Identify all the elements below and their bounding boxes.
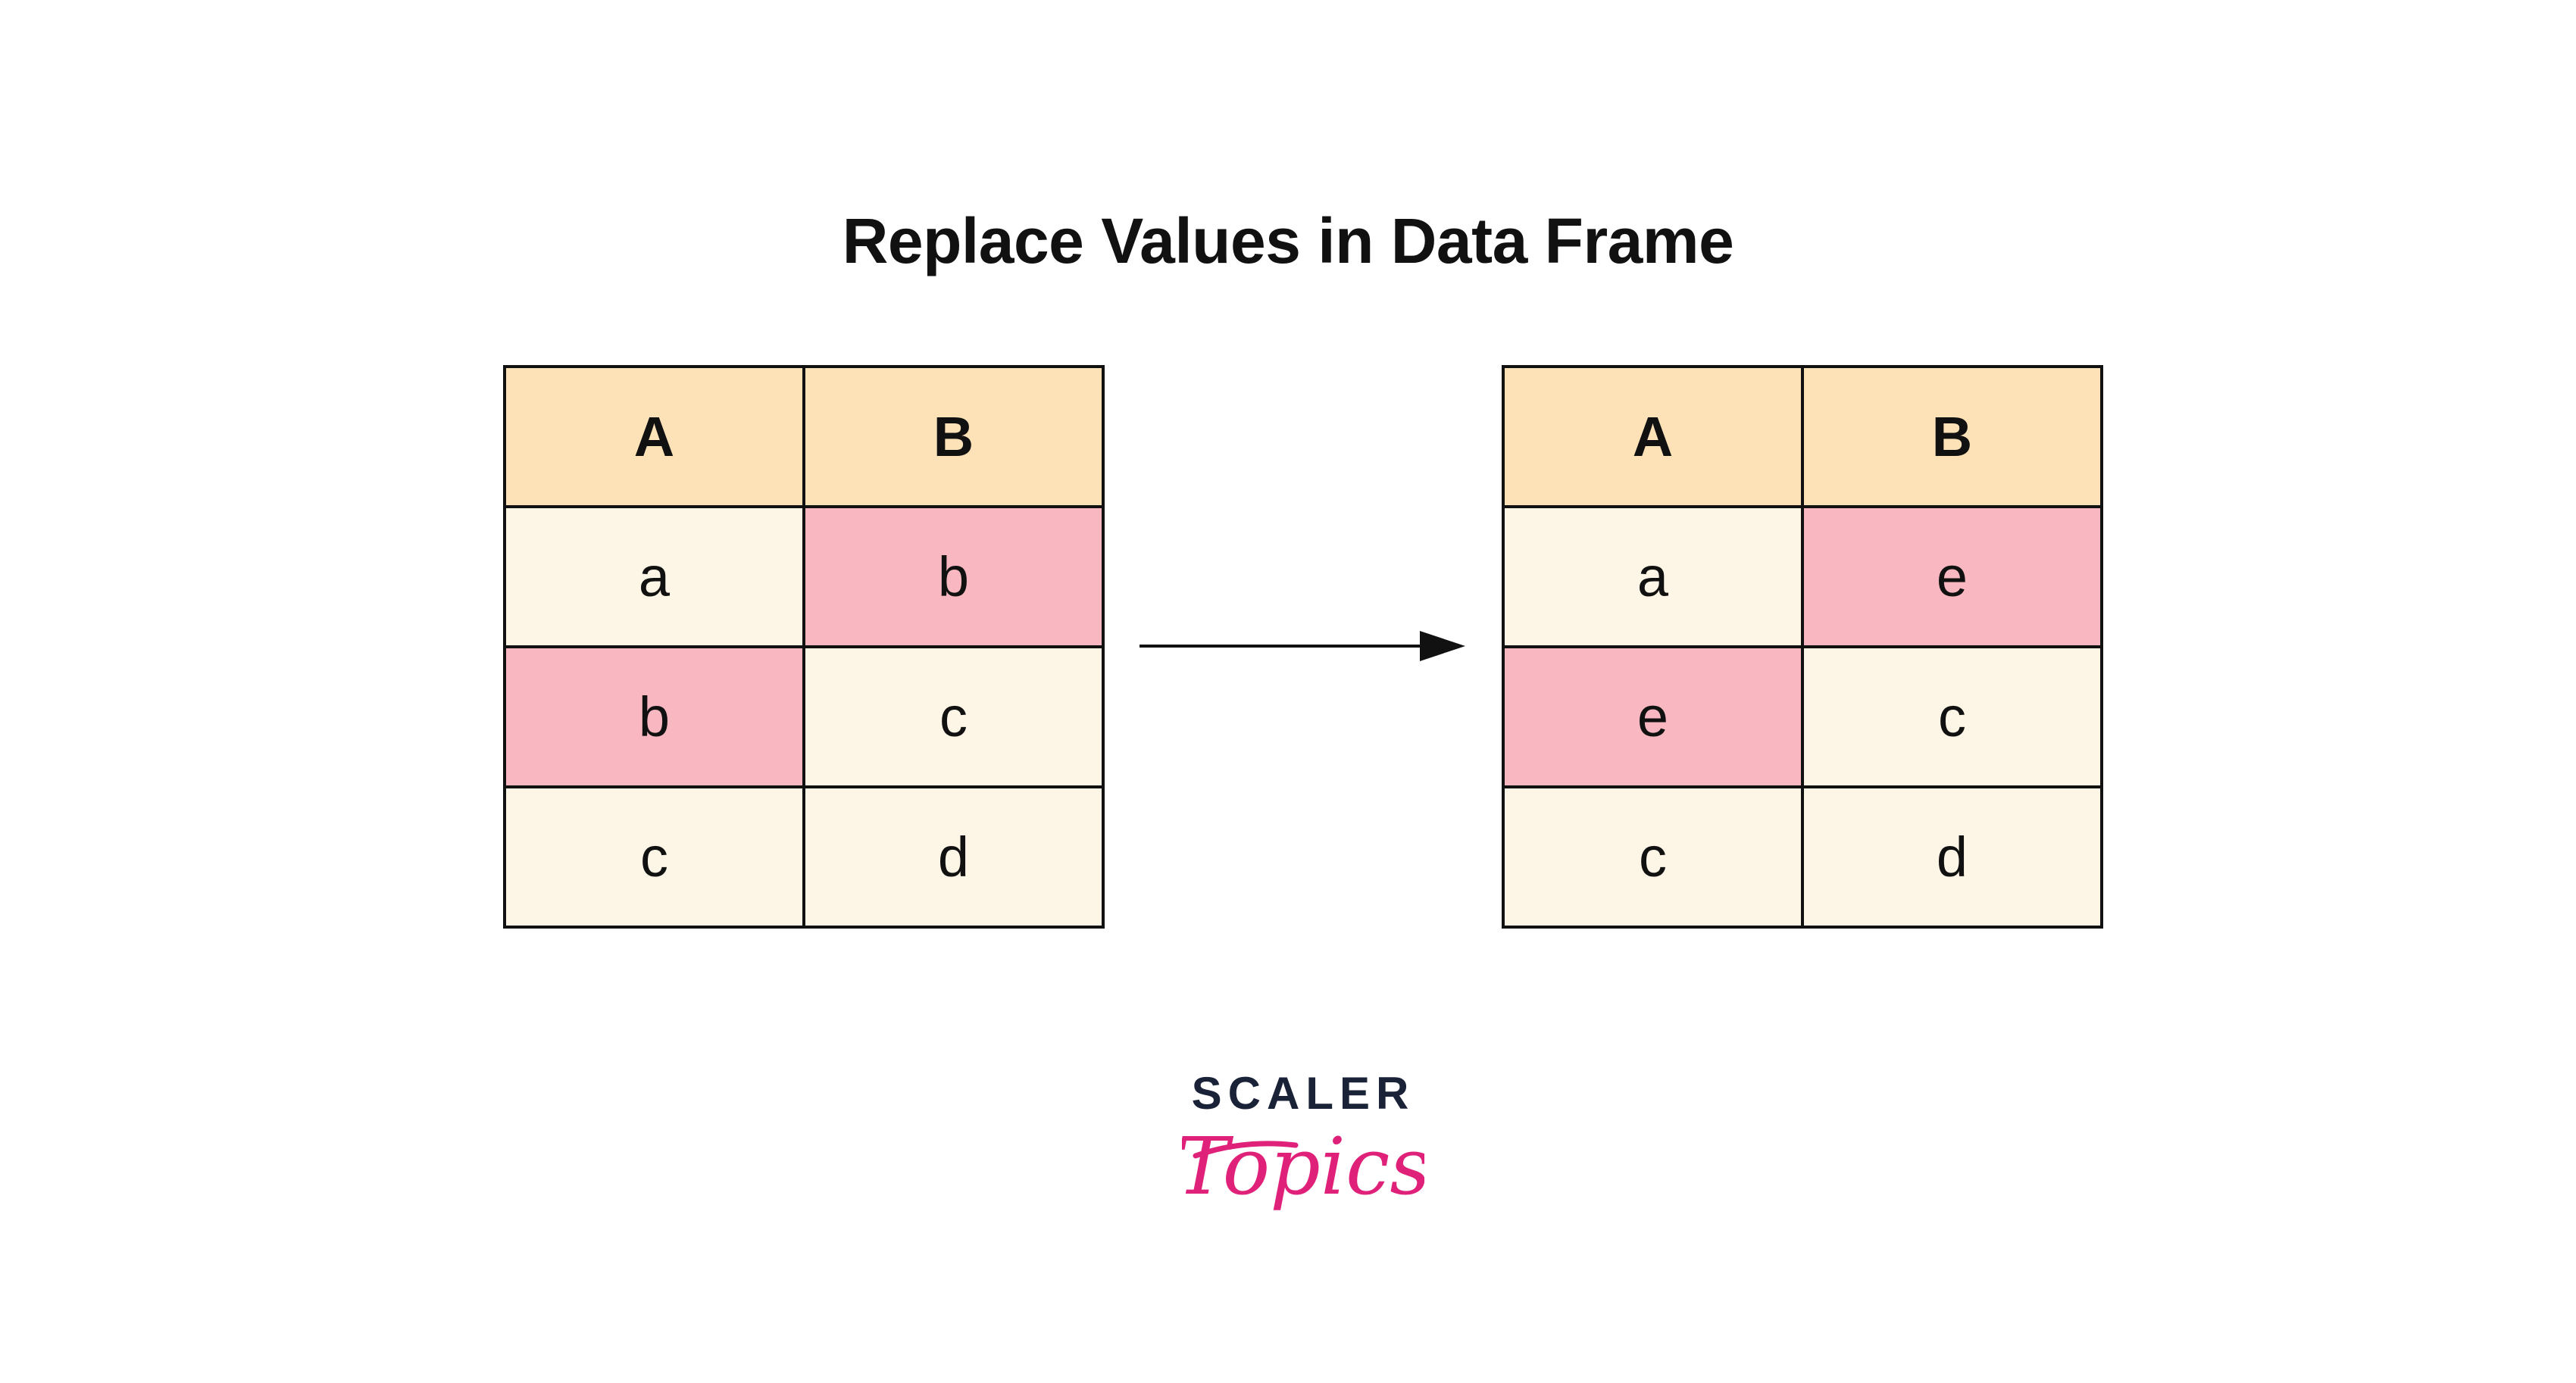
table-cell: c [802, 645, 1105, 788]
header-row: A B [503, 365, 1105, 508]
table-cell: c [1502, 785, 1804, 929]
table-row: a e [1502, 505, 2103, 648]
table-row: a b [503, 505, 1105, 648]
table-row: c d [503, 785, 1105, 929]
logo-swash [1193, 1141, 1299, 1159]
diagram-title: Replace Values in Data Frame [842, 205, 1734, 276]
table-row: c d [1502, 785, 2103, 929]
logo-wordmark-script: Topics [1182, 1120, 1424, 1213]
table-cell: d [802, 785, 1105, 929]
table-cell: a [1502, 505, 1804, 648]
logo-wordmark-top: SCALER [1192, 1068, 1415, 1119]
table-cell: d [1801, 785, 2103, 929]
column-header-a: A [503, 365, 805, 508]
highlighted-cell: e [1502, 645, 1804, 788]
table-cell: c [1801, 645, 2103, 788]
right-arrow-icon [1140, 631, 1465, 661]
highlighted-cell: b [802, 505, 1105, 648]
table-row: b c [503, 645, 1105, 788]
table-row: e c [1502, 645, 2103, 788]
scaler-topics-logo: SCALER Topics [1182, 1068, 1424, 1213]
header-row: A B [1502, 365, 2103, 508]
column-header-b: B [802, 365, 1105, 508]
column-header-a: A [1502, 365, 1804, 508]
table-cell: a [503, 505, 805, 648]
table-cell: c [503, 785, 805, 929]
after-table: A B a e e c c d [1502, 365, 2103, 929]
before-table: A B a b b c c d [503, 365, 1105, 929]
highlighted-cell: b [503, 645, 805, 788]
column-header-b: B [1801, 365, 2103, 508]
highlighted-cell: e [1801, 505, 2103, 648]
